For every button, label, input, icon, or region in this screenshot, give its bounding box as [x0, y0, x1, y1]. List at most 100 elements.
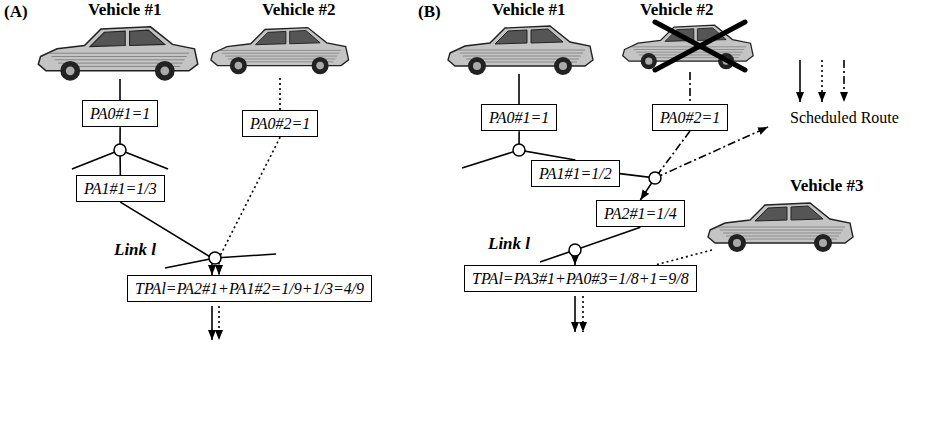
- cross-line: [655, 22, 745, 70]
- probability-box: TPAl=PA2#1+PA1#2=1/9+1/3=4/9: [127, 275, 372, 302]
- probability-text: TPAl=PA3#1+PA0#3=1/8+1=9/8: [472, 269, 689, 288]
- car-window: [495, 30, 527, 44]
- car-drawing: [708, 203, 853, 252]
- probability-text: PA0#1=1: [489, 108, 549, 127]
- route-line: [689, 72, 691, 104]
- car-hub: [733, 239, 741, 247]
- car-shading: [219, 50, 341, 51]
- route-connector: [575, 227, 640, 265]
- route-line: [518, 74, 520, 104]
- cross-line: [655, 22, 745, 70]
- vehicle-illustrations: [38, 25, 853, 252]
- car-shading: [460, 53, 583, 54]
- legend-text: Scheduled Route: [790, 109, 899, 126]
- car-hub: [235, 62, 243, 70]
- car-body: [708, 203, 853, 243]
- car-hub: [160, 66, 169, 75]
- car-shading: [717, 227, 845, 228]
- car-wheel: [728, 234, 746, 252]
- car-drawing: [211, 28, 349, 75]
- car-hub: [66, 66, 75, 75]
- car-hub: [473, 62, 481, 70]
- junction-circle: [569, 244, 581, 256]
- road-stub: [72, 150, 120, 169]
- probability-box: PA1#1=1/2: [531, 160, 620, 187]
- route-line: [119, 79, 121, 100]
- vehicle-label: Vehicle #1: [88, 0, 162, 20]
- car-window: [290, 30, 320, 43]
- car-window: [791, 206, 823, 220]
- car-hub: [645, 58, 652, 65]
- car-wheel: [814, 234, 832, 252]
- route-line: [574, 296, 576, 332]
- link-label: Link l: [112, 240, 158, 260]
- vehicle-label: Vehicle #2: [640, 0, 714, 20]
- probability-box: PA1#1=1/3: [76, 175, 165, 202]
- road-stub: [215, 254, 276, 258]
- car-drawing: [38, 27, 198, 81]
- road-stub: [165, 258, 215, 268]
- road-stub: [462, 150, 519, 168]
- junction-circle: [114, 144, 126, 156]
- car-window: [256, 31, 286, 44]
- legend-sample-solid: [799, 60, 801, 102]
- legend-sample-dotted: [821, 60, 823, 102]
- car-hub: [559, 62, 567, 70]
- car-shading: [723, 233, 841, 234]
- probability-box: PA0#2=1: [652, 104, 728, 131]
- probability-box: TPAl=PA3#1+PA0#3=1/8+1=9/8: [464, 265, 697, 292]
- car-wheel: [230, 57, 247, 74]
- car-hub: [316, 62, 324, 70]
- car-wheel: [312, 57, 329, 74]
- car-wheel: [554, 57, 572, 75]
- junctions: [114, 144, 661, 264]
- route-line: [279, 78, 281, 110]
- panel-letter: (B): [418, 2, 441, 22]
- junction-circle: [209, 252, 221, 264]
- car-shading: [720, 230, 843, 231]
- route-connector: [120, 202, 212, 275]
- car-body: [448, 26, 593, 66]
- car-shading: [457, 50, 585, 51]
- link-label: Link l: [486, 234, 532, 254]
- car-wheel: [468, 57, 486, 75]
- car-window: [531, 29, 563, 43]
- car-shading: [48, 53, 189, 54]
- car-wheel: [60, 61, 80, 81]
- car-drawing: [448, 26, 593, 75]
- vehicle-label: Vehicle #1: [492, 0, 566, 20]
- junction-circle: [513, 144, 525, 156]
- route-line: [211, 306, 213, 340]
- car-shading: [631, 46, 746, 47]
- car-wheel: [155, 61, 175, 81]
- car-window: [90, 31, 125, 46]
- route-lines: [72, 60, 844, 340]
- route-connector: [519, 131, 575, 160]
- probability-text: TPAl=PA2#1+PA1#2=1/9+1/3=4/9: [135, 279, 364, 298]
- car-body: [38, 27, 198, 71]
- probability-text: PA0#2=1: [660, 108, 720, 127]
- car-body: [211, 28, 349, 66]
- route-line: [655, 250, 712, 265]
- car-hub: [819, 239, 827, 247]
- legend-sample-dashdot: [843, 60, 845, 102]
- probability-box: PA0#2=1: [242, 110, 318, 137]
- vehicle-label: Vehicle #3: [790, 176, 864, 196]
- road-stub: [120, 150, 168, 169]
- panel-letter: (A): [4, 2, 28, 22]
- route-line: [582, 296, 584, 332]
- car-shading: [222, 53, 339, 54]
- legend-entry: Scheduled Route: [790, 108, 899, 127]
- cancel-cross: [655, 22, 745, 70]
- probability-box: PA0#1=1: [481, 104, 557, 131]
- car-window: [755, 207, 787, 221]
- car-window: [130, 30, 165, 45]
- probability-text: PA1#1=1/2: [539, 164, 612, 183]
- probability-box: PA0#1=1: [82, 100, 158, 127]
- probability-text: PA2#1=1/4: [604, 204, 677, 223]
- route-line: [655, 127, 768, 178]
- car-shading: [225, 56, 337, 57]
- probability-box: PA2#1=1/4: [596, 200, 685, 227]
